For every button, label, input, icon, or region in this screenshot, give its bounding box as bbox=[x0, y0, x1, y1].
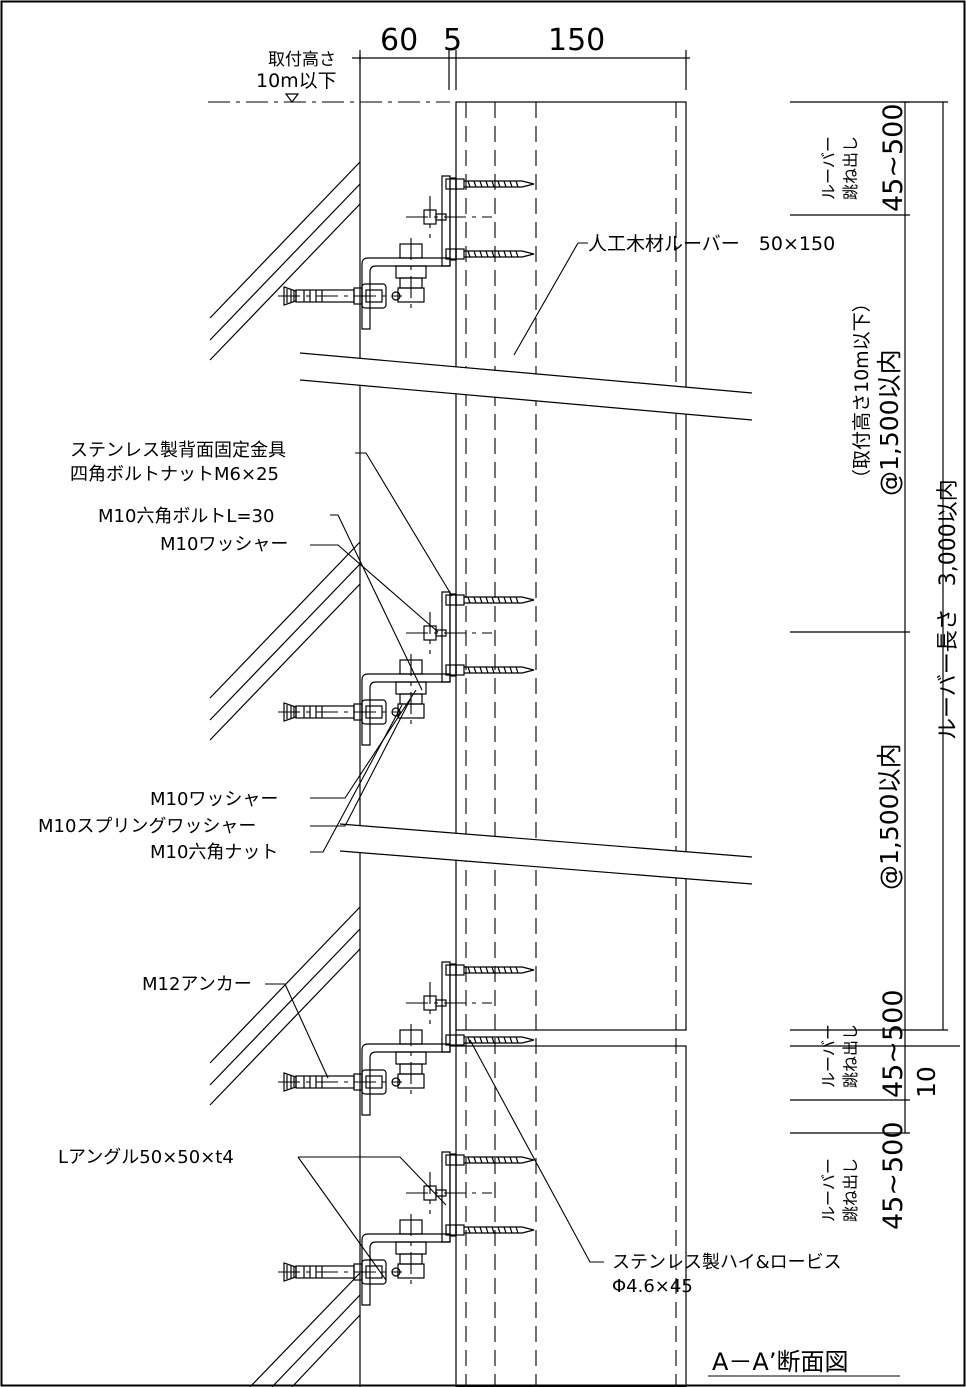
dim-60: 60 bbox=[380, 23, 418, 58]
rotated-dimension-texts: 45~500 ルーバー 跳ね出し （取付高さ10m以下） @1,500以内 @1… bbox=[819, 103, 961, 1230]
label-anchor: M12アンカー bbox=[142, 974, 252, 995]
louver-hidden-lines bbox=[465, 102, 677, 1387]
dim-5: 5 bbox=[443, 23, 462, 58]
mount-height-label-2: 10m以下 bbox=[256, 70, 337, 92]
label-louver: 人工木材ルーバー 50×150 bbox=[588, 233, 835, 255]
label-hex-nut: M10六角ナット bbox=[150, 842, 278, 863]
wall-hatch bbox=[209, 161, 361, 1387]
louver-length: ルーバー長さ 3,000以内 bbox=[936, 479, 961, 740]
proj-mid-label-2: 跳ね出し bbox=[841, 1024, 860, 1088]
label-spring-washer: M10スプリングワッシャー bbox=[38, 816, 256, 837]
label-washer-top: M10ワッシャー bbox=[160, 534, 288, 555]
pitch-lower-value: @1,500以内 bbox=[875, 743, 904, 890]
pitch-upper-note: （取付高さ10m以下） bbox=[851, 293, 873, 488]
proj-top-value: 45~500 bbox=[878, 103, 909, 212]
label-screw-2: Φ4.6×45 bbox=[612, 1276, 693, 1297]
label-back-fixture-2: 四角ボルトナットM6×25 bbox=[70, 464, 279, 485]
break-line-upper bbox=[299, 352, 753, 421]
right-dimensions bbox=[790, 101, 960, 1134]
gap-value: 10 bbox=[912, 1066, 941, 1098]
leader-lines bbox=[265, 242, 900, 1377]
label-washer-bottom: M10ワッシャー bbox=[150, 789, 278, 810]
bracket-mid bbox=[278, 592, 534, 745]
louver-upper bbox=[455, 101, 687, 1031]
section-title: A－A’断面図 bbox=[712, 1348, 848, 1376]
label-hex-bolt: M10六角ボルトL=30 bbox=[98, 506, 274, 527]
proj-top-label-2: 跳ね出し bbox=[841, 136, 860, 200]
bracket-top bbox=[278, 176, 534, 329]
proj-mid-value: 45~500 bbox=[878, 989, 909, 1098]
proj-bot-label-1: ルーバー bbox=[819, 1158, 838, 1222]
break-line-lower bbox=[339, 823, 753, 885]
left-labels: ステンレス製背面固定金具 四角ボルトナットM6×25 M10六角ボルトL=30 … bbox=[38, 440, 288, 1168]
level-marker-icon bbox=[284, 93, 300, 103]
top-dimension-texts: 60 5 150 bbox=[380, 23, 605, 58]
bracket-low bbox=[278, 962, 534, 1115]
proj-top-label-1: ルーバー bbox=[819, 136, 838, 200]
label-angle: Lアングル50×50×t4 bbox=[58, 1147, 234, 1168]
proj-mid-label-1: ルーバー bbox=[819, 1024, 838, 1088]
mount-height-label-1: 取付高さ bbox=[268, 50, 336, 70]
louver-lower bbox=[455, 1045, 687, 1387]
label-back-fixture-1: ステンレス製背面固定金具 bbox=[70, 440, 286, 461]
proj-bot-label-2: 跳ね出し bbox=[841, 1158, 860, 1222]
proj-bot-value: 45~500 bbox=[878, 1121, 909, 1230]
bracket-bottom bbox=[278, 1152, 534, 1305]
dim-150: 150 bbox=[548, 23, 605, 58]
pitch-upper-value: @1,500以内 bbox=[875, 349, 904, 496]
label-screw-1: ステンレス製ハイ&ロービス bbox=[612, 1252, 842, 1273]
